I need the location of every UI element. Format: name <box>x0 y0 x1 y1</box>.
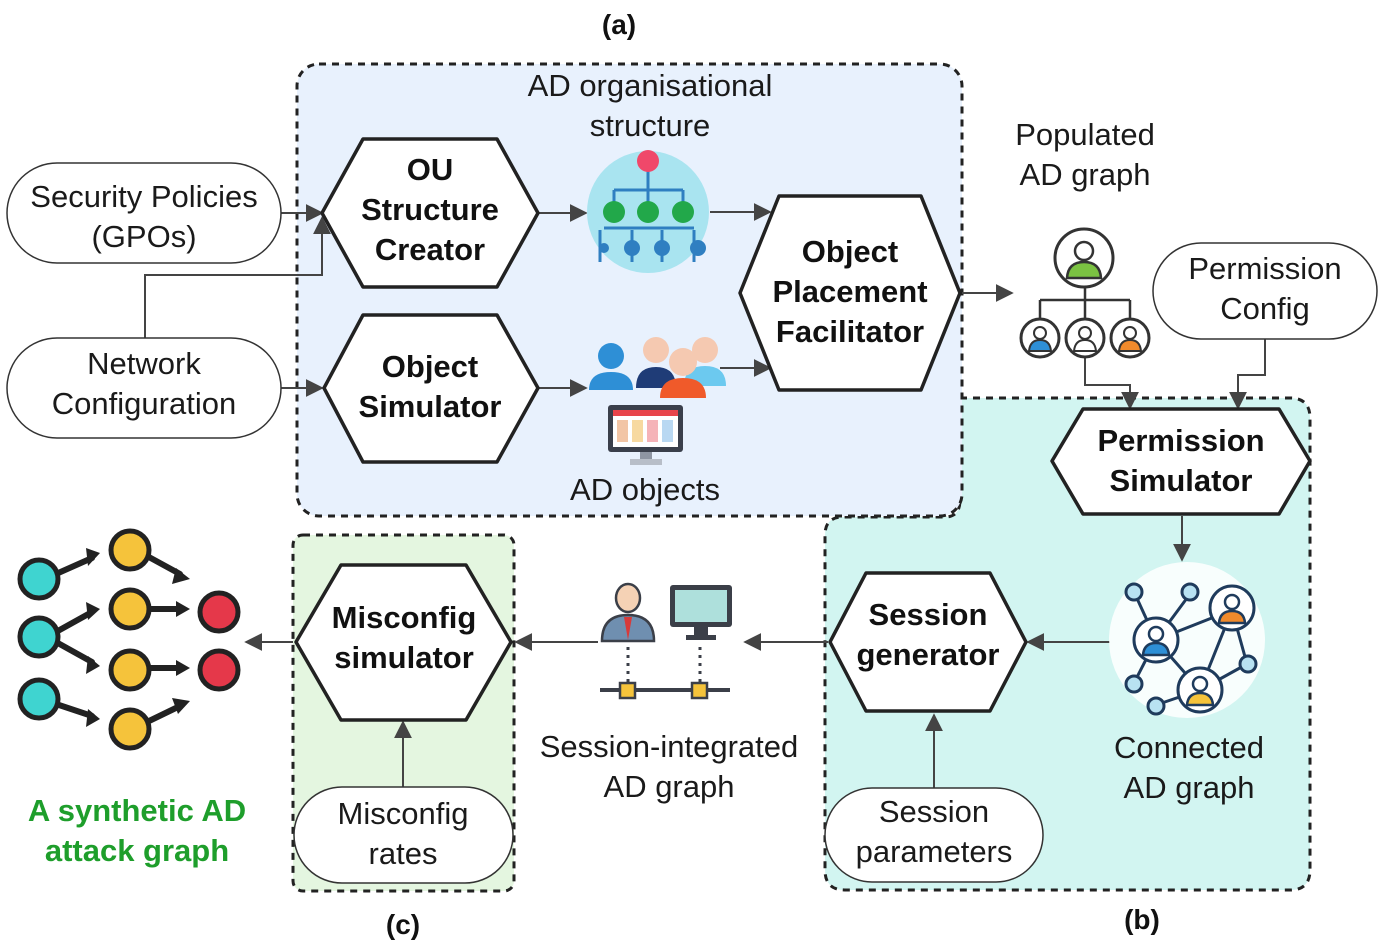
user-computer-network-icon <box>600 582 732 700</box>
permission-simulator-line1: Permission <box>1097 423 1264 458</box>
input-security-policies: Security Policies (GPOs) <box>6 162 282 264</box>
session-parameters-line1: Session <box>879 794 989 829</box>
computer-screen-icon <box>608 405 683 465</box>
input-permission-config: Permission Config <box>1152 242 1378 340</box>
ad-org-structure-line1: AD organisational <box>528 68 773 103</box>
ad-objects-caption: AD objects <box>570 472 720 507</box>
users-group-icon <box>589 337 726 398</box>
label-a: (a) <box>602 9 636 40</box>
security-policies-line1: Security Policies <box>30 179 257 214</box>
input-network-configuration: Network Configuration <box>6 337 282 439</box>
session-parameters-line2: parameters <box>856 834 1013 869</box>
ad-org-structure-line2: structure <box>590 108 711 143</box>
misconfig-rates-line1: Misconfig <box>338 796 469 831</box>
input-misconfig-rates: Misconfig rates <box>293 786 514 884</box>
network-avatar-white <box>1176 666 1224 714</box>
misconfig-simulator-line2: simulator <box>334 640 474 675</box>
ou-structure-creator-line2: Structure <box>361 192 499 227</box>
misconfig-rates-line2: rates <box>369 836 438 871</box>
session-integrated-graph-line2: AD graph <box>604 769 735 804</box>
object-simulator-line1: Object <box>382 349 478 384</box>
avatar-white <box>1064 317 1106 359</box>
permission-config-line1: Permission <box>1188 251 1341 286</box>
process-object-placement-facilitator: Object Placement Facilitator <box>738 194 962 392</box>
connected-ad-graph-line1: Connected <box>1114 730 1264 765</box>
avatar-orange <box>1109 317 1151 359</box>
hierarchy-avatars-icon <box>1019 227 1151 359</box>
synthetic-attack-graph-line1: A synthetic AD <box>28 793 246 828</box>
synthetic-attack-graph-line2: attack graph <box>45 833 229 868</box>
input-session-parameters: Session parameters <box>824 787 1044 883</box>
attack-graph-icon <box>17 528 241 751</box>
network-avatar-orange <box>1208 584 1256 632</box>
label-c: (c) <box>386 909 420 940</box>
network-avatar-blue <box>1132 616 1180 664</box>
object-placement-line1: Object <box>802 234 898 269</box>
connectors <box>144 203 1266 788</box>
label-b: (b) <box>1124 904 1160 935</box>
network-configuration-line1: Network <box>87 346 201 381</box>
org-chart-icon <box>587 150 709 273</box>
session-integrated-graph-line1: Session-integrated <box>540 729 799 764</box>
process-ou-structure-creator: OU Structure Creator <box>320 137 540 289</box>
populated-ad-graph-line2: AD graph <box>1020 157 1151 192</box>
permission-config-line2: Config <box>1220 291 1310 326</box>
populated-ad-graph-line1: Populated <box>1015 117 1155 152</box>
permission-simulator-line2: Simulator <box>1110 463 1253 498</box>
session-generator-line1: Session <box>869 597 988 632</box>
process-permission-simulator: Permission Simulator <box>1050 407 1312 516</box>
security-policies-line2: (GPOs) <box>91 219 196 254</box>
process-misconfig-simulator: Misconfig simulator <box>294 563 513 722</box>
session-generator-line2: generator <box>857 637 1000 672</box>
network-configuration-line2: Configuration <box>52 386 236 421</box>
object-simulator-line2: Simulator <box>359 389 502 424</box>
ou-structure-creator-line3: Creator <box>375 232 485 267</box>
process-session-generator: Session generator <box>828 571 1028 713</box>
ou-structure-creator-line1: OU <box>407 152 454 187</box>
process-object-simulator: Object Simulator <box>322 313 540 464</box>
misconfig-simulator-line1: Misconfig <box>332 600 477 635</box>
region-b <box>823 396 1312 892</box>
object-placement-line2: Placement <box>772 274 927 309</box>
network-avatars-icon <box>1109 562 1265 718</box>
object-placement-line3: Facilitator <box>776 314 924 349</box>
connected-ad-graph-line2: AD graph <box>1124 770 1255 805</box>
avatar-blue <box>1019 317 1061 359</box>
